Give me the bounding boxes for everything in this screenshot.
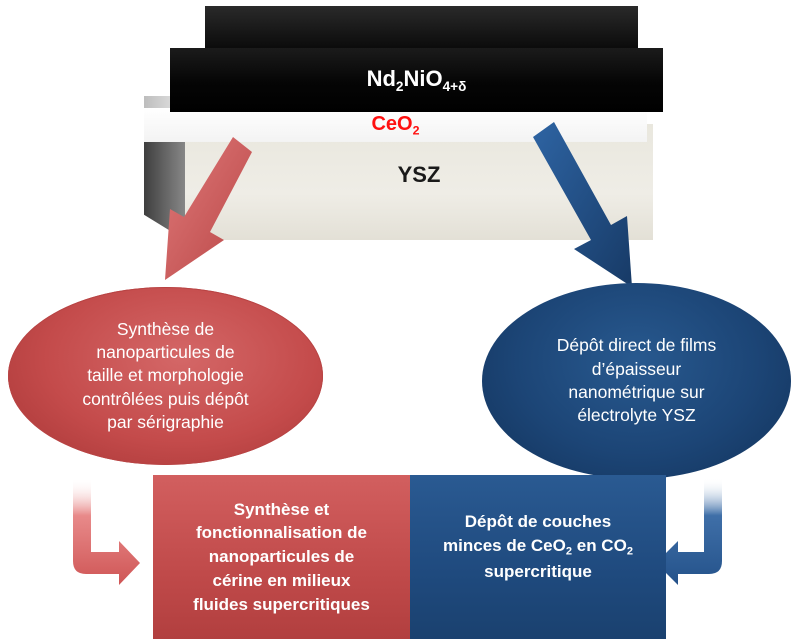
nd2nio4-layer: Nd2NiO4+δ bbox=[170, 48, 663, 112]
nd2nio4-label: Nd2NiO4+δ bbox=[366, 66, 467, 94]
red-bent-arrow bbox=[73, 478, 140, 585]
nd2nio4-layer-top-face bbox=[205, 6, 638, 50]
direct-film-deposition-ellipse: Dépôt direct de films d’épaisseur nanomé… bbox=[482, 283, 791, 479]
red-diagonal-arrow bbox=[165, 137, 252, 280]
blue-bent-arrow bbox=[656, 478, 722, 585]
blue-diagonal-arrow bbox=[533, 122, 632, 287]
thin-film-deposition-text: Dépôt de couches minces de CeO2 en CO2 s… bbox=[443, 512, 633, 581]
thin-film-deposition-box: Dépôt de couches minces de CeO2 en CO2 s… bbox=[410, 475, 666, 639]
ysz-label: YSZ bbox=[397, 162, 441, 187]
ceo2-label: CeO2 bbox=[371, 112, 420, 138]
ceo2-layer: CeO2 bbox=[144, 108, 647, 142]
nanoparticle-synthesis-text: Synthèse de nanoparticules de taille et … bbox=[82, 318, 249, 432]
nanoparticle-synthesis-ellipse: Synthèse de nanoparticules de taille et … bbox=[8, 287, 323, 465]
direct-film-deposition-text: Dépôt direct de films d’épaisseur nanomé… bbox=[556, 335, 717, 426]
supercritical-synthesis-text: Synthèse et fonctionnalisation de nanopa… bbox=[193, 499, 370, 614]
supercritical-synthesis-box: Synthèse et fonctionnalisation de nanopa… bbox=[153, 475, 410, 639]
